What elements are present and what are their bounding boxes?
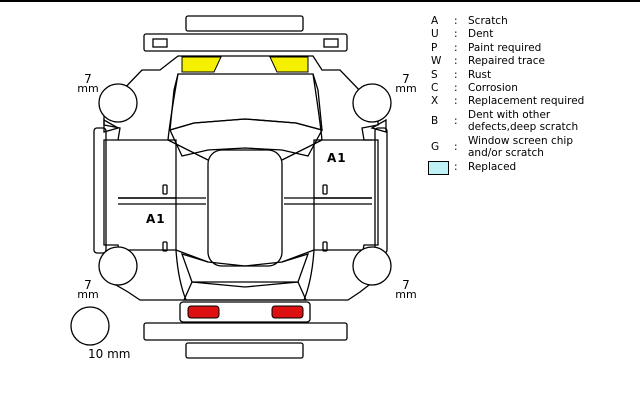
legend-desc: Window screen chip and/or scratch — [468, 134, 573, 159]
legend-row-paint-required: P : Paint required — [426, 42, 636, 55]
legend-desc: Corrosion — [468, 81, 518, 94]
spare-wheel — [70, 306, 110, 346]
replaced-color-swatch — [428, 160, 449, 175]
taillight-left — [187, 305, 220, 319]
legend-desc: Repaired trace — [468, 55, 545, 68]
rear-bumper — [143, 322, 348, 341]
hood-outline — [169, 73, 323, 131]
front-bumper-top — [185, 15, 304, 32]
taillight-right — [271, 305, 304, 319]
wheel-front-right — [352, 83, 392, 123]
front-bumper — [143, 33, 348, 52]
windshield — [169, 118, 323, 157]
legend-code: C — [431, 81, 439, 94]
legend-row-dent: U : Dent — [426, 28, 636, 41]
wheel-rear-left — [98, 246, 138, 286]
legend-desc: Scratch — [468, 15, 508, 27]
right-side-sill — [374, 127, 388, 254]
legend-row-dent-deep-scratch: B : Dent with other defects,deep scratch — [426, 109, 636, 135]
left-side-sill — [93, 127, 107, 254]
legend-desc: Paint required — [468, 41, 542, 54]
legend-row-corrosion: C : Corrosion — [426, 82, 636, 95]
roof — [207, 149, 283, 267]
legend-code: S — [431, 68, 438, 81]
top-border-line — [0, 0, 640, 2]
legend-desc: Dent with other defects,deep scratch — [468, 108, 579, 133]
legend-code: B — [431, 114, 439, 127]
spare-tire-depth: 10 mm — [88, 347, 131, 361]
headlight-right — [269, 56, 309, 73]
legend-row-replaced: : Replaced — [426, 160, 636, 175]
damage-code-legend: A : Scratch U : Dent P : Paint required … — [426, 15, 636, 175]
legend-desc: Dent — [468, 28, 494, 41]
rear-window — [180, 252, 310, 288]
damage-mark-left-rear-door: A1 — [146, 212, 166, 226]
legend-row-scratch: A : Scratch — [426, 15, 636, 28]
headlight-left — [181, 56, 222, 73]
wheel-front-left — [98, 83, 138, 123]
legend-code: X — [431, 95, 439, 108]
damage-mark-right-front-door: A1 — [327, 151, 347, 165]
legend-desc: Replaced — [468, 160, 517, 173]
legend-row-repaired-trace: W : Repaired trace — [426, 55, 636, 68]
rear-bumper-bottom — [185, 342, 304, 359]
legend-row-replacement-required: X : Replacement required — [426, 95, 636, 108]
legend-row-rust: S : Rust — [426, 69, 636, 82]
legend-desc: Rust — [468, 68, 492, 81]
legend-row-window-chip: G : Window screen chip and/or scratch — [426, 135, 636, 161]
legend-desc: Replacement required — [468, 95, 585, 108]
wheel-rear-right — [352, 246, 392, 286]
legend-code: W — [431, 55, 442, 68]
trunk-outline — [182, 281, 308, 301]
legend-code: A — [431, 15, 439, 27]
legend-code: G — [431, 140, 440, 153]
legend-code: P — [431, 41, 438, 54]
legend-code: U — [431, 28, 439, 41]
body-outline — [103, 55, 379, 301]
